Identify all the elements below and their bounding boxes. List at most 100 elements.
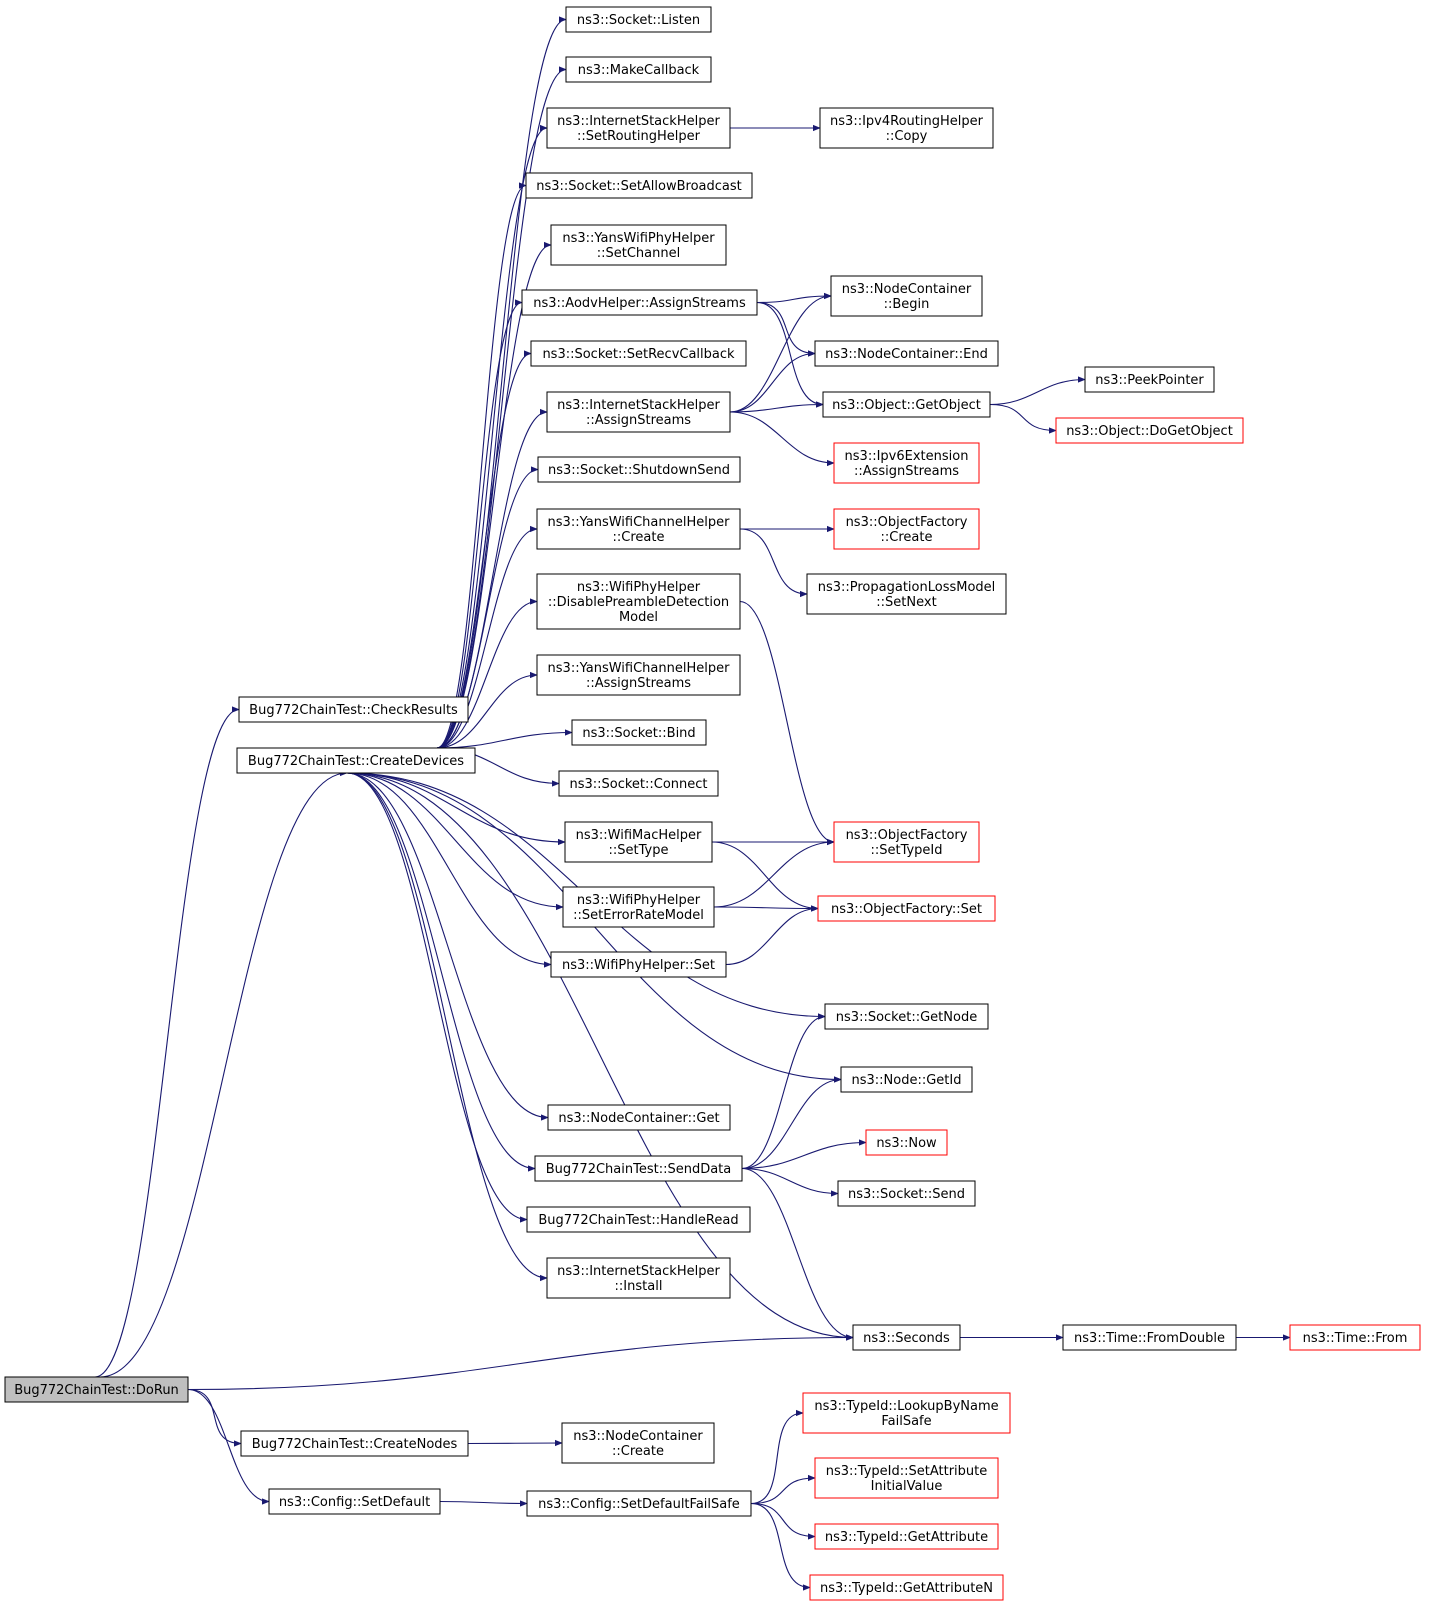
node-getattribute[interactable]: ns3::TypeId::GetAttribute xyxy=(814,1523,999,1550)
node-label: ns3::YansWifiChannelHelper xyxy=(548,515,731,530)
node-plmsetnext[interactable]: ns3::PropagationLossModel::SetNext xyxy=(806,573,1007,615)
node-setallowbroadcast[interactable]: ns3::Socket::SetAllowBroadcast xyxy=(525,172,753,199)
edge-createdevices-to-handleread xyxy=(346,772,528,1223)
node-box xyxy=(525,172,753,199)
edge-createnodes-to-nccreate xyxy=(467,1439,563,1447)
node-nccreate[interactable]: ns3::NodeContainer::Create xyxy=(561,1422,715,1464)
node-timefrom[interactable]: ns3::Time::From xyxy=(1289,1324,1421,1351)
node-label: FailSafe xyxy=(881,1414,931,1429)
edge-createdevices-to-setroutinghelper xyxy=(436,124,548,749)
node-label: ns3::Ipv6Extension xyxy=(845,449,969,464)
node-label: Bug772ChainTest::DoRun xyxy=(14,1383,179,1398)
node-ncbegin[interactable]: ns3::NodeContainer::Begin xyxy=(830,275,983,317)
node-label: InitialValue xyxy=(871,1479,943,1494)
node-ofset[interactable]: ns3::ObjectFactory::Set xyxy=(817,895,996,922)
node-box xyxy=(521,289,758,316)
node-box xyxy=(1289,1324,1421,1351)
node-ipv4copy[interactable]: ns3::Ipv4RoutingHelper::Copy xyxy=(819,107,994,149)
node-fromdouble[interactable]: ns3::Time::FromDouble xyxy=(1062,1324,1237,1351)
node-label: ns3::Time::From xyxy=(1303,1331,1408,1346)
edge-senddata-to-getid xyxy=(741,1076,842,1170)
node-setroutinghelper[interactable]: ns3::InternetStackHelper::SetRoutingHelp… xyxy=(546,107,731,149)
node-makecallback[interactable]: ns3::MakeCallback xyxy=(565,56,712,83)
node-peekpointer[interactable]: ns3::PeekPointer xyxy=(1084,366,1215,393)
node-getid[interactable]: ns3::Node::GetId xyxy=(840,1066,973,1093)
edge-createdevices-to-inetinstall xyxy=(346,772,548,1282)
node-label: ns3::InternetStackHelper xyxy=(557,398,720,413)
edge-seterrorrate-to-ofset xyxy=(713,905,819,912)
node-physet[interactable]: ns3::WifiPhyHelper::Set xyxy=(550,951,727,978)
node-ywchassign[interactable]: ns3::YansWifiChannelHelper::AssignStream… xyxy=(536,654,741,696)
node-label: ::SetNext xyxy=(876,595,936,610)
node-box xyxy=(565,56,712,83)
node-listen[interactable]: ns3::Socket::Listen xyxy=(565,6,712,33)
node-ncget[interactable]: ns3::NodeContainer::Get xyxy=(547,1104,731,1131)
node-label: ns3::YansWifiChannelHelper xyxy=(548,661,731,676)
node-yanssetchannel[interactable]: ns3::YansWifiPhyHelper::SetChannel xyxy=(550,224,727,266)
edge-aodvassign-to-ncbegin xyxy=(756,292,832,304)
node-now[interactable]: ns3::Now xyxy=(865,1129,948,1156)
node-ofsettypeid[interactable]: ns3::ObjectFactory::SetTypeId xyxy=(833,821,980,863)
node-createdevices[interactable]: Bug772ChainTest::CreateDevices xyxy=(236,747,476,774)
node-handleread[interactable]: Bug772ChainTest::HandleRead xyxy=(526,1206,751,1233)
node-box xyxy=(547,1104,731,1131)
node-inetinstall[interactable]: ns3::InternetStackHelper::Install xyxy=(546,1257,731,1299)
node-label: ns3::NodeContainer::End xyxy=(825,347,988,362)
node-getobject[interactable]: ns3::Object::GetObject xyxy=(822,391,991,418)
node-label: ::Copy xyxy=(886,129,928,144)
node-label: ::Create xyxy=(881,530,933,545)
node-dogetobject[interactable]: ns3::Object::DoGetObject xyxy=(1055,417,1244,444)
node-box xyxy=(546,107,731,149)
node-label: Bug772ChainTest::CheckResults xyxy=(249,703,458,718)
edge-senddata-to-socketsend xyxy=(741,1167,839,1197)
node-ipv6ext[interactable]: ns3::Ipv6Extension::AssignStreams xyxy=(833,442,980,484)
edge-senddata-to-now xyxy=(741,1139,867,1170)
node-seconds[interactable]: ns3::Seconds xyxy=(852,1324,961,1351)
node-label: Bug772ChainTest::SendData xyxy=(546,1162,732,1177)
edge-aodvassign-to-getobject xyxy=(756,301,824,408)
edge-createdevices-to-senddata xyxy=(346,772,536,1172)
node-label: ns3::Config::SetDefault xyxy=(279,1495,430,1510)
edge-getobject-to-peekpointer xyxy=(989,376,1086,406)
node-getnode[interactable]: ns3::Socket::GetNode xyxy=(824,1003,989,1030)
node-box xyxy=(550,951,727,978)
node-seterrorrate[interactable]: ns3::WifiPhyHelper::SetErrorRateModel xyxy=(562,886,715,928)
node-ofcreate[interactable]: ns3::ObjectFactory::Create xyxy=(833,508,980,550)
node-box xyxy=(802,1392,1011,1434)
node-ywchcreate[interactable]: ns3::YansWifiChannelHelper::Create xyxy=(536,508,741,550)
node-shutdownsend[interactable]: ns3::Socket::ShutdownSend xyxy=(537,456,741,483)
node-box xyxy=(240,1430,469,1457)
edge-createdevices-to-disablepreamble xyxy=(436,598,538,749)
node-ncend[interactable]: ns3::NodeContainer::End xyxy=(814,340,999,367)
edge-inetassign-to-ipv6ext xyxy=(729,411,835,467)
node-setdefaultfailsafe[interactable]: ns3::Config::SetDefaultFailSafe xyxy=(526,1490,752,1517)
node-label: ::SetErrorRateModel xyxy=(573,908,704,923)
node-inetassign[interactable]: ns3::InternetStackHelper::AssignStreams xyxy=(546,391,731,433)
node-bind[interactable]: ns3::Socket::Bind xyxy=(571,719,707,746)
node-box xyxy=(546,391,731,433)
node-label: ::Begin xyxy=(884,297,930,312)
node-connect[interactable]: ns3::Socket::Connect xyxy=(558,770,719,797)
node-checkresults[interactable]: Bug772ChainTest::CheckResults xyxy=(238,696,469,723)
node-getattributen[interactable]: ns3::TypeId::GetAttributeN xyxy=(809,1574,1004,1601)
node-macsettype[interactable]: ns3::WifiMacHelper::SetType xyxy=(564,821,713,863)
node-label: ns3::TypeId::LookupByName xyxy=(814,1399,998,1414)
node-label: ns3::Object::DoGetObject xyxy=(1066,424,1233,439)
node-setdefault[interactable]: ns3::Config::SetDefault xyxy=(268,1488,441,1515)
node-socketsend[interactable]: ns3::Socket::Send xyxy=(837,1180,976,1207)
edge-setdefaultfailsafe-to-getattribute xyxy=(750,1502,816,1540)
edge-getobject-to-dogetobject xyxy=(989,403,1057,434)
edge-setdefault-to-setdefaultfailsafe xyxy=(439,1500,528,1507)
node-senddata[interactable]: Bug772ChainTest::SendData xyxy=(534,1155,743,1182)
edge-aodvassign-to-ncend xyxy=(756,301,816,357)
node-box xyxy=(833,442,980,484)
node-box xyxy=(526,1490,752,1517)
node-createnodes[interactable]: Bug772ChainTest::CreateNodes xyxy=(240,1430,469,1457)
edge-dorun-to-createdevices xyxy=(99,769,348,1378)
node-disablepreamble[interactable]: ns3::WifiPhyHelper::DisablePreambleDetec… xyxy=(536,573,741,630)
node-aodvassign[interactable]: ns3::AodvHelper::AssignStreams xyxy=(521,289,758,316)
node-setrecvcallback[interactable]: ns3::Socket::SetRecvCallback xyxy=(530,340,747,367)
